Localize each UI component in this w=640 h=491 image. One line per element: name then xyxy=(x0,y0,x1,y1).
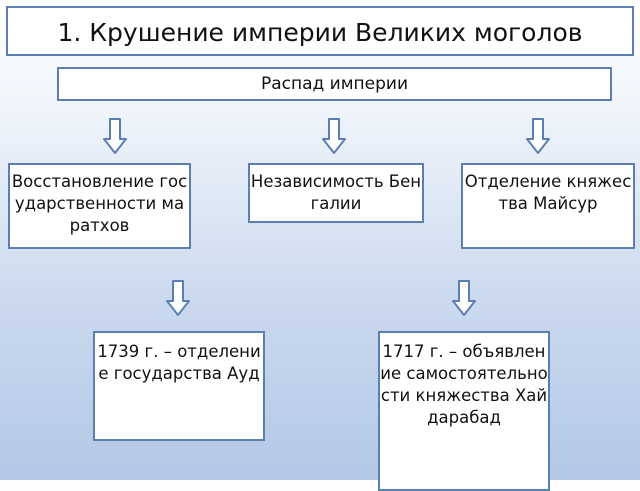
down-arrow-icon xyxy=(322,118,346,154)
down-arrow-icon xyxy=(166,280,190,316)
page-title: 1. Крушение империи Великих моголов xyxy=(6,6,634,56)
hyderabad-node: 1717 г. – объявление самостоятельности к… xyxy=(378,331,550,491)
down-arrow-icon xyxy=(103,118,127,154)
marathas-node: Восстановление государственности маратхо… xyxy=(8,163,191,249)
bengal-node: Независимость Бенгалии xyxy=(248,163,424,223)
subtitle-box: Распад империи xyxy=(57,67,612,101)
down-arrow-icon xyxy=(452,280,476,316)
mysore-node: Отделение княжества Майсур xyxy=(461,163,635,249)
down-arrow-icon xyxy=(526,118,550,154)
oudh-node: 1739 г. – отделение государства Ауд xyxy=(93,331,265,441)
